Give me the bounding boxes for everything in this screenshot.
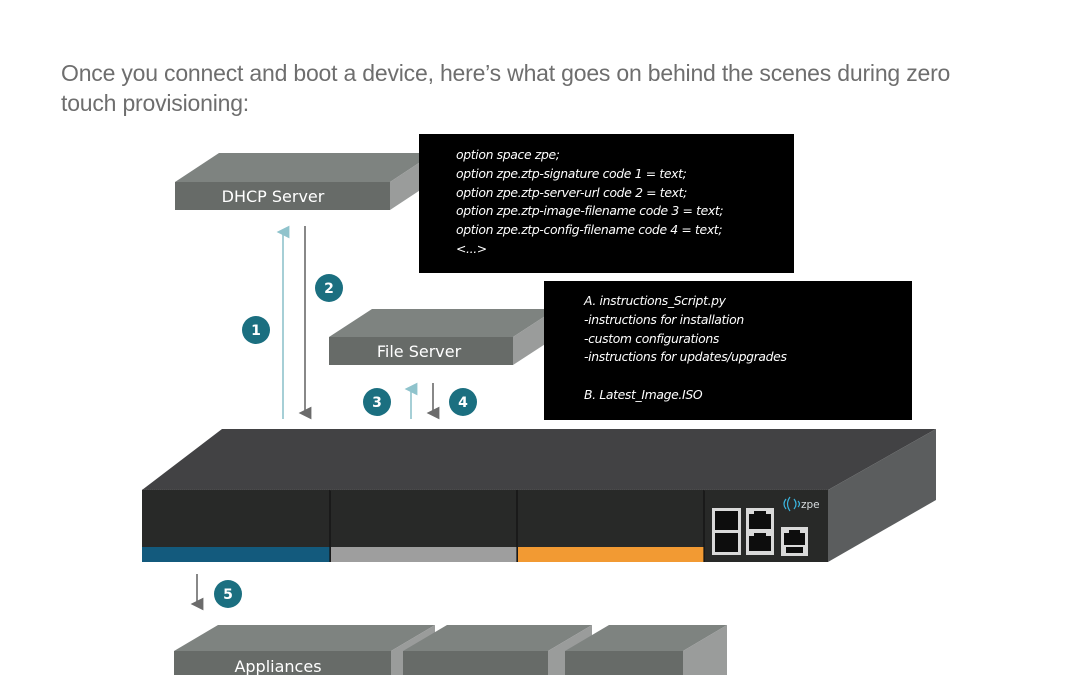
step-badge-3: 3 — [363, 388, 391, 416]
dhcp-server-front — [175, 182, 390, 210]
step-badge-4: 4 — [449, 388, 477, 416]
step-badge-2: 2 — [315, 274, 343, 302]
file-server-contents-callout: A. instructions_Script.py -instructions … — [544, 281, 912, 420]
zpe-logo-icon: zpe — [783, 496, 820, 512]
file-contents-line: -instructions for installation — [584, 311, 744, 327]
dhcp-config-line: option zpe.ztp-config-filename code 4 = … — [456, 222, 723, 238]
zpe-brand-text: zpe — [801, 499, 820, 511]
file-contents-line: B. Latest_Image.ISO — [584, 386, 703, 402]
module-slot-1 — [142, 490, 330, 562]
file-contents-line — [584, 367, 912, 386]
dhcp-config-line: <...> — [456, 240, 487, 256]
file-contents-line: -instructions for updates/upgrades — [584, 349, 787, 365]
svg-text:4: 4 — [458, 395, 468, 411]
appliances-label: Appliances — [234, 657, 321, 675]
file-server-front — [329, 337, 513, 365]
step-badge-1: 1 — [242, 316, 270, 344]
device-side-face — [828, 429, 936, 562]
file-contents-line: A. instructions_Script.py — [584, 293, 726, 308]
dhcp-server-box: DHCP Server — [175, 153, 434, 210]
dhcp-server-label: DHCP Server — [222, 187, 325, 206]
zpe-device: zpe — [142, 429, 936, 562]
file-server-label: File Server — [377, 342, 462, 361]
svg-text:5: 5 — [223, 587, 233, 603]
appliance-box-1: Appliances — [174, 625, 435, 675]
dhcp-config-line: option zpe.ztp-server-url code 2 = text; — [456, 184, 687, 200]
dhcp-config-callout: option space zpe; option zpe.ztp-signatu… — [419, 134, 794, 273]
svg-text:3: 3 — [372, 395, 382, 411]
slot-blue-strip — [142, 547, 330, 562]
module-slot-2 — [331, 490, 517, 562]
dhcp-config-line: option zpe.ztp-image-filename code 3 = t… — [456, 203, 724, 219]
file-contents-line: -custom configurations — [584, 330, 719, 346]
dhcp-server-top — [175, 153, 434, 182]
module-slot-3 — [518, 490, 704, 562]
appliance-box-3 — [565, 625, 727, 675]
network-ports-icon — [705, 490, 828, 562]
slot-gray-strip — [331, 547, 517, 562]
appliance-box-2 — [403, 625, 592, 675]
intro-text: Once you connect and boot a device, here… — [61, 60, 951, 116]
svg-text:2: 2 — [324, 281, 334, 297]
step-badge-5: 5 — [214, 580, 242, 608]
device-top-face — [142, 429, 936, 490]
svg-text:1: 1 — [251, 323, 261, 339]
file-server-box: File Server — [329, 309, 556, 365]
file-server-top — [329, 309, 556, 337]
dhcp-config-line: option zpe.ztp-signature code 1 = text; — [456, 165, 687, 181]
dhcp-config-line: option space zpe; — [456, 147, 560, 162]
slot-orange-strip — [518, 547, 704, 562]
